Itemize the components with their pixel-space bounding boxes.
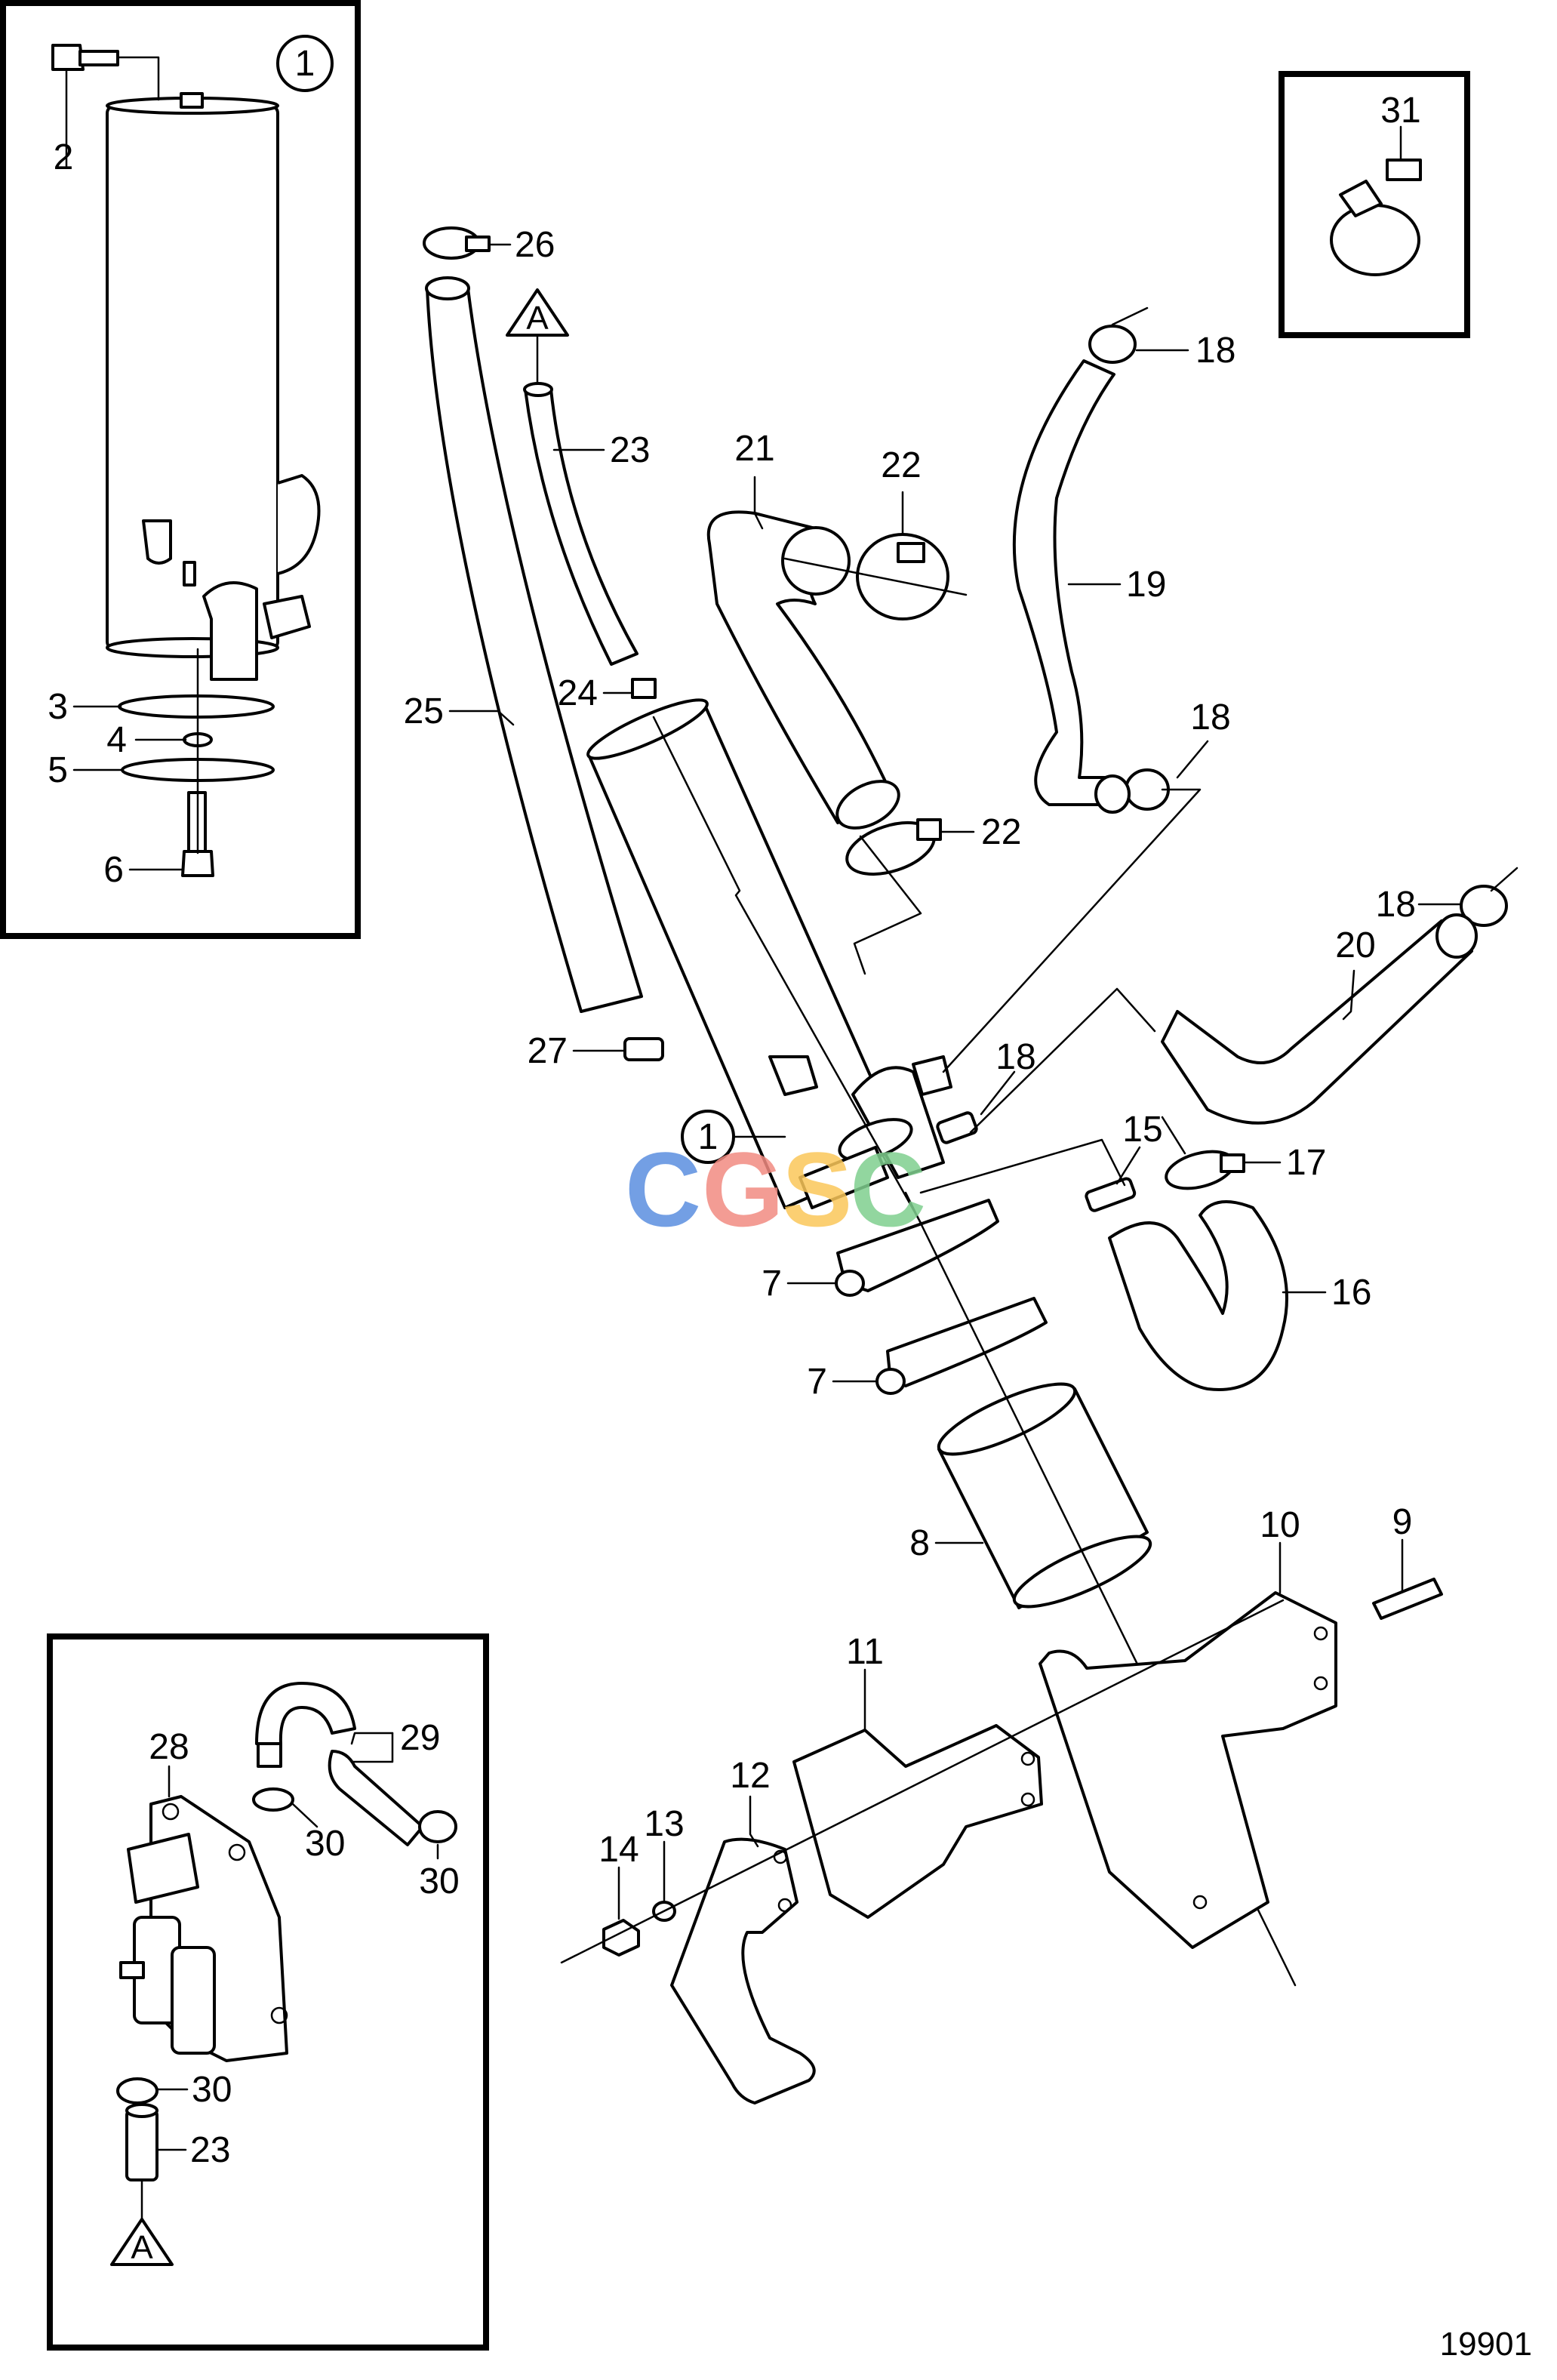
watermark-cgsc: C G S C <box>625 1130 926 1248</box>
inset-pump: A 28 29 30 30 30 23 <box>47 1633 489 2351</box>
watermark-letter-2: G <box>702 1130 784 1248</box>
part-clamp-17 <box>1165 1150 1245 1190</box>
callout-14: 14 <box>598 1830 638 1870</box>
part-clamp-18c <box>1460 885 1508 927</box>
connector-marker-a-main-label: A <box>526 300 549 337</box>
callout-20: 20 <box>1335 925 1375 965</box>
circle-marker-1-main-label: 1 <box>698 1117 718 1157</box>
callout-25: 25 <box>404 691 444 731</box>
part-hose-20 <box>1161 913 1478 1125</box>
inset-frame-pump <box>47 1633 489 2351</box>
callout-3: 3 <box>48 687 68 727</box>
part-filter-housing-main <box>586 698 952 1209</box>
callout-12: 12 <box>730 1756 770 1796</box>
callout-27: 27 <box>528 1031 568 1071</box>
callout-23-main: 23 <box>610 430 650 470</box>
part-clamp-30c <box>116 2077 158 2104</box>
connector-marker-a-inset-label: A <box>131 2229 153 2266</box>
part-clamp-22b <box>845 818 942 876</box>
callout-15: 15 <box>1122 1110 1162 1150</box>
connector-marker-a-inset: A <box>110 2218 174 2266</box>
part-fitting-24 <box>631 678 657 699</box>
part-fitting-18d <box>936 1111 978 1144</box>
part-hose-25 <box>425 276 643 1013</box>
callout-17: 17 <box>1286 1143 1326 1183</box>
part-clamp-7a <box>835 1199 999 1297</box>
callout-30-top: 30 <box>305 1824 345 1864</box>
inset-frame <box>0 0 361 939</box>
callout-22-top: 22 <box>881 445 921 485</box>
callout-7-lower: 7 <box>807 1362 827 1402</box>
part-u-hose-16 <box>1108 1200 1288 1391</box>
part-elbow-hose-21 <box>706 510 900 830</box>
callout-23-inset: 23 <box>190 2130 230 2170</box>
callout-21: 21 <box>734 429 774 469</box>
callout-16: 16 <box>1331 1273 1371 1313</box>
part-stud-9 <box>1372 1578 1443 1620</box>
callout-18-mid: 18 <box>1190 697 1230 737</box>
callout-22-bottom: 22 <box>981 812 1021 852</box>
callout-26: 26 <box>515 225 555 265</box>
callout-9: 9 <box>1392 1502 1413 1542</box>
part-hose-19 <box>1012 359 1115 806</box>
part-hose-23-small <box>125 2103 158 2181</box>
reference-number: 19901 <box>1440 2326 1532 2363</box>
part-bracket-11 <box>792 1724 1043 1919</box>
part-fitting-15 <box>1085 1177 1137 1212</box>
part-bracket-10 <box>1039 1591 1337 1949</box>
part-clamp-22a <box>856 533 949 620</box>
part-clamp-30b <box>418 1810 457 1843</box>
part-gasket-3 <box>118 694 275 719</box>
inset-frame-clamp <box>1279 71 1470 338</box>
main-assembly: A <box>404 225 1519 2104</box>
callout-18-lower: 18 <box>995 1037 1035 1077</box>
part-pump-28 <box>119 1795 288 2062</box>
callout-30-bottom: 30 <box>192 2070 232 2110</box>
part-bolt-2 <box>51 44 119 71</box>
part-filter-housing-1 <box>106 92 321 681</box>
inset-filter-exploded: 1 2 3 4 5 6 <box>0 0 361 939</box>
part-sleeve-8 <box>937 1382 1152 1609</box>
callout-2: 2 <box>54 137 74 177</box>
watermark-letter-3: S <box>782 1130 852 1248</box>
part-fitting-27 <box>623 1037 664 1061</box>
part-clamp-7b <box>875 1297 1048 1395</box>
callout-30-right: 30 <box>419 1861 459 1901</box>
circle-marker-1-inset-label: 1 <box>295 44 315 84</box>
callout-11: 11 <box>846 1632 884 1672</box>
watermark-letter-1: C <box>625 1130 701 1248</box>
part-clamp-18a <box>1088 325 1137 364</box>
callout-19: 19 <box>1126 565 1166 605</box>
inset-hose-clamp: 31 <box>1279 71 1470 338</box>
connector-marker-a-main: A <box>506 288 569 337</box>
part-clamp-26 <box>423 226 491 260</box>
part-bracket-12 <box>670 1837 816 2104</box>
callout-24: 24 <box>558 673 598 713</box>
callout-18-top: 18 <box>1195 331 1235 371</box>
callout-13: 13 <box>644 1804 684 1844</box>
callout-18-right: 18 <box>1376 885 1416 925</box>
callout-4: 4 <box>106 720 127 760</box>
callout-6: 6 <box>103 850 124 890</box>
circle-marker-1-inset <box>276 35 334 92</box>
part-hose-29 <box>255 1682 424 1846</box>
callout-5: 5 <box>48 750 68 790</box>
watermark-letter-4: C <box>850 1130 926 1248</box>
part-hose-23 <box>523 382 638 666</box>
callout-8: 8 <box>909 1523 930 1563</box>
part-hose-clamp-31 <box>1330 159 1422 276</box>
callout-7-upper: 7 <box>762 1264 782 1304</box>
callout-28: 28 <box>149 1727 189 1767</box>
callout-31: 31 <box>1380 91 1420 131</box>
part-clamp-30a <box>252 1787 294 1812</box>
callout-29: 29 <box>400 1718 440 1758</box>
callout-10: 10 <box>1260 1505 1300 1545</box>
